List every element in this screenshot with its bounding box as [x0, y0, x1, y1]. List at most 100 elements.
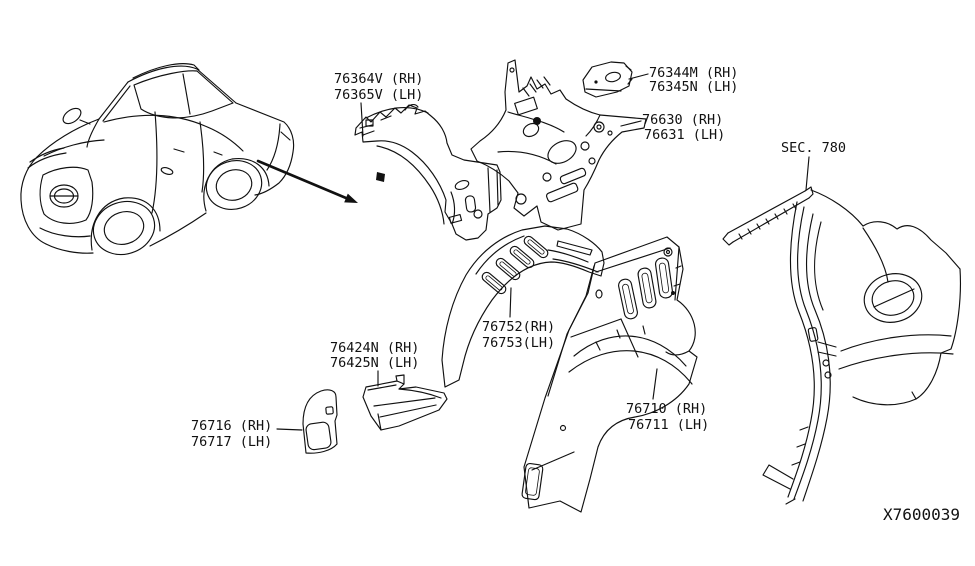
callout-76710-rh: 76710 (RH): [626, 401, 707, 417]
headlight-line: [27, 152, 67, 169]
detail-hole: [515, 193, 527, 205]
callout-76344-rh: 76344M (RH): [649, 65, 738, 81]
detail-hole: [473, 209, 483, 219]
detail-hole: [525, 467, 540, 496]
detail-hole: [607, 130, 613, 136]
roof-flange: [727, 190, 806, 234]
leader-76344: [628, 73, 649, 80]
part-lock-pillar-reinforcement-drawing: [362, 374, 448, 431]
callout-76711-lh: 76711 (LH): [628, 417, 709, 433]
detail-line: [496, 169, 499, 206]
hatch-mark: [799, 426, 809, 431]
fold-line: [398, 388, 442, 399]
rear-wheel: [205, 160, 263, 210]
fold-line: [585, 88, 622, 92]
roof-rail: [132, 63, 200, 79]
detail-line: [817, 341, 837, 348]
fender-crease: [840, 334, 952, 352]
top-edge: [810, 189, 864, 227]
part-wheelhouse-assembly-rear-upper-drawing: [354, 104, 502, 241]
hatch-mark: [783, 208, 788, 215]
detail-line: [487, 167, 491, 213]
detail-line: [665, 350, 690, 356]
detail-line: [380, 115, 392, 121]
detail-hole: [542, 172, 552, 182]
hatch-mark: [616, 329, 621, 339]
pillar-foot: [785, 498, 796, 505]
arrow-head: [344, 193, 358, 203]
taillight: [280, 131, 291, 141]
part-rear-pillar-inner-assembly-drawing: [470, 59, 647, 231]
detail-line: [362, 130, 375, 136]
part-outline: [470, 59, 647, 231]
fuel-filler-opening: [871, 280, 915, 316]
hatch-mark: [738, 233, 743, 240]
inner-crown-line: [475, 235, 525, 275]
detail-hole: [454, 179, 470, 191]
fold-line: [373, 397, 436, 407]
roof-line: [127, 65, 198, 83]
detail-hole: [807, 327, 819, 342]
callout-76364-rh: 76364V (RH): [334, 71, 423, 87]
hatch-mark: [673, 283, 681, 287]
part-outline: [354, 104, 502, 241]
pillar-edge: [813, 221, 824, 311]
weld-mark: [671, 291, 675, 295]
section-ref-label: SEC. 780: [781, 140, 846, 156]
callout-76752-rh: 76752(RH): [482, 319, 555, 335]
hatch-mark: [765, 218, 770, 225]
detail-hole: [509, 67, 515, 73]
leader-76752: [509, 287, 512, 318]
detail-hole: [665, 249, 671, 255]
hatch-line: [266, 123, 281, 171]
detail-line: [377, 413, 382, 431]
hatch-mark: [756, 223, 761, 230]
callout-76716-rh: 76716 (RH): [191, 418, 272, 434]
detail-tab: [395, 374, 405, 385]
detail-tab: [404, 104, 419, 111]
hood-crease: [43, 139, 105, 157]
detail-sliver: [556, 240, 593, 256]
leader-76364: [360, 102, 364, 137]
rear-wheel: [215, 169, 253, 201]
pillar-edge: [793, 206, 822, 500]
detail-hole: [514, 96, 538, 116]
vent-slot: [495, 257, 521, 281]
bumper-bottom: [45, 243, 94, 254]
door-handle: [213, 151, 223, 156]
part-outline: [582, 61, 633, 98]
hatch-mark: [543, 76, 551, 86]
part-back-pillar-upper-bracket-drawing: [582, 61, 633, 98]
hatch-mark: [627, 78, 633, 85]
part-outline: [523, 236, 698, 513]
leg-inner-line: [450, 191, 456, 225]
rear-wheel-arch: [203, 157, 270, 212]
fender-crease: [838, 352, 954, 370]
detail-hole: [365, 119, 374, 127]
side-mirror: [62, 107, 82, 125]
front-wheel: [103, 211, 145, 245]
front-face: [20, 156, 47, 245]
top-face-line: [595, 247, 671, 273]
a-pillar: [98, 81, 129, 120]
weld-mark: [533, 117, 541, 125]
inner-arch-line: [376, 145, 445, 225]
panel-crease: [570, 318, 622, 338]
detail-line: [547, 249, 589, 263]
panel-crease: [620, 318, 639, 358]
leader-76630: [620, 120, 642, 127]
detail-hole: [824, 371, 832, 379]
part-outline: [302, 389, 338, 454]
vent-slot: [481, 271, 507, 295]
detail-hole: [663, 247, 673, 257]
detail-slot: [464, 195, 477, 213]
callout-76630-rh: 76630 (RH): [642, 112, 723, 128]
detail-hole: [580, 141, 590, 151]
fold-line: [379, 404, 437, 418]
top-edge: [862, 221, 961, 270]
hatch-mark: [796, 443, 806, 448]
front-wheel: [92, 200, 156, 256]
hatch-mark: [642, 325, 646, 335]
